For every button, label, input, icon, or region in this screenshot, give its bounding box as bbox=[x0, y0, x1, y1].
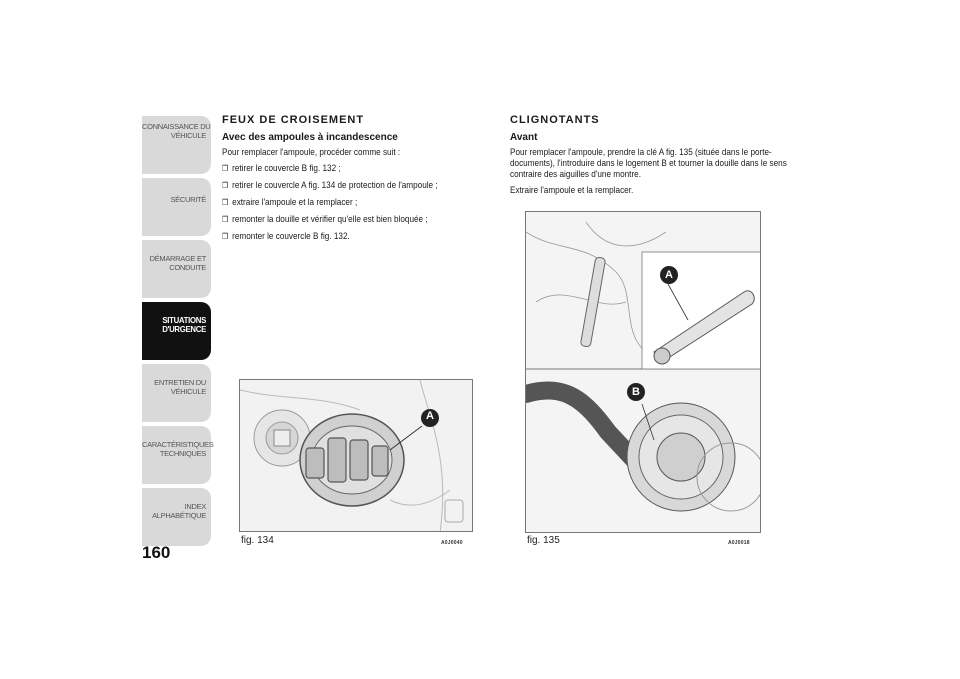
paragraph: Extraire l'ampoule et la remplacer. bbox=[510, 185, 634, 196]
callout-label-a: A bbox=[426, 410, 434, 422]
callout-label-a: A bbox=[665, 269, 673, 281]
callout-label-b: B bbox=[632, 386, 640, 398]
intro-text: Pour remplacer l'ampoule, procéder comme… bbox=[222, 147, 401, 158]
tab-label-line1: SÉCURITÉ bbox=[170, 195, 206, 204]
section-heading: CLIGNOTANTS bbox=[510, 114, 600, 126]
tab-label-line1: SITUATIONS bbox=[162, 316, 206, 325]
tab-label-line2: CONDUITE bbox=[169, 263, 206, 272]
list-item: ❒ remonter la douille et vérifier qu'ell… bbox=[222, 214, 441, 225]
tab-securite[interactable]: SÉCURITÉ bbox=[142, 178, 211, 236]
checkbox-bullet-icon: ❒ bbox=[222, 198, 229, 207]
list-item-text: remonter la douille et vérifier qu'elle … bbox=[232, 214, 428, 225]
figure-code: A0J0040 bbox=[441, 540, 463, 546]
paragraph: Pour remplacer l'ampoule, prendre la clé… bbox=[510, 147, 787, 180]
figure-caption: fig. 135 bbox=[527, 535, 560, 546]
section-subheading: Avant bbox=[510, 132, 538, 143]
list-item: ❒ retirer le couvercle A fig. 134 de pro… bbox=[222, 180, 441, 191]
checkbox-bullet-icon: ❒ bbox=[222, 164, 229, 173]
tab-label-line2: ALPHABÉTIQUE bbox=[152, 511, 206, 520]
figure-135-illustration: A B bbox=[525, 211, 761, 533]
checkbox-bullet-icon: ❒ bbox=[222, 215, 229, 224]
figure-134-illustration: A bbox=[239, 379, 473, 532]
turn-signal-illustration bbox=[526, 212, 760, 532]
figure-caption: fig. 134 bbox=[241, 535, 274, 546]
tab-demarrage-et-conduite[interactable]: DÉMARRAGE ET CONDUITE bbox=[142, 240, 211, 298]
list-item-text: retirer le couvercle A fig. 134 de prote… bbox=[232, 180, 438, 191]
tab-label-line2: VÉHICULE bbox=[170, 387, 206, 396]
tab-label-line1: ENTRETIEN DU bbox=[154, 378, 206, 387]
list-item-text: retirer le couvercle B fig. 132 ; bbox=[232, 163, 341, 174]
tab-entretien-du-vehicule[interactable]: ENTRETIEN DU VÉHICULE bbox=[142, 364, 211, 422]
left-column: FEUX DE CROISEMENT Avec des ampoules à i… bbox=[222, 114, 477, 248]
right-column: CLIGNOTANTS Avant Pour remplacer l'ampou… bbox=[510, 114, 787, 201]
bulb-cover-illustration bbox=[240, 380, 472, 531]
tab-connaissance-du-vehicule[interactable]: CONNAISSANCE DU VÉHICULE bbox=[142, 116, 211, 174]
page-number: 160 bbox=[142, 543, 171, 562]
tab-situations-d-urgence[interactable]: SITUATIONS D'URGENCE bbox=[142, 302, 211, 360]
tab-label-line2: VÉHICULE bbox=[170, 131, 206, 140]
list-item-text: remonter le couvercle B fig. 132. bbox=[232, 231, 350, 242]
list-item-text: extraire l'ampoule et la remplacer ; bbox=[232, 197, 358, 208]
checkbox-bullet-icon: ❒ bbox=[222, 232, 229, 241]
list-item: ❒ remonter le couvercle B fig. 132. bbox=[222, 231, 441, 242]
tab-index-alphabetique[interactable]: INDEX ALPHABÉTIQUE bbox=[142, 488, 211, 546]
section-subheading: Avec des ampoules à incandescence bbox=[222, 132, 398, 143]
tab-label-line2: D'URGENCE bbox=[162, 325, 206, 334]
tab-label-line1: INDEX bbox=[184, 502, 207, 511]
section-heading: FEUX DE CROISEMENT bbox=[222, 114, 365, 126]
tab-label-line2: TECHNIQUES bbox=[159, 449, 206, 458]
tab-label-line1: CONNAISSANCE DU bbox=[142, 122, 211, 131]
figure-code: A0J0018 bbox=[728, 540, 750, 546]
tab-label-line1: CARACTÉRISTIQUES bbox=[142, 440, 214, 449]
checkbox-bullet-icon: ❒ bbox=[222, 181, 229, 190]
list-item: ❒ retirer le couvercle B fig. 132 ; bbox=[222, 163, 441, 174]
tab-caracteristiques-techniques[interactable]: CARACTÉRISTIQUES TECHNIQUES bbox=[142, 426, 214, 484]
tab-label-line1: DÉMARRAGE ET bbox=[149, 254, 207, 263]
list-item: ❒ extraire l'ampoule et la remplacer ; bbox=[222, 197, 441, 208]
